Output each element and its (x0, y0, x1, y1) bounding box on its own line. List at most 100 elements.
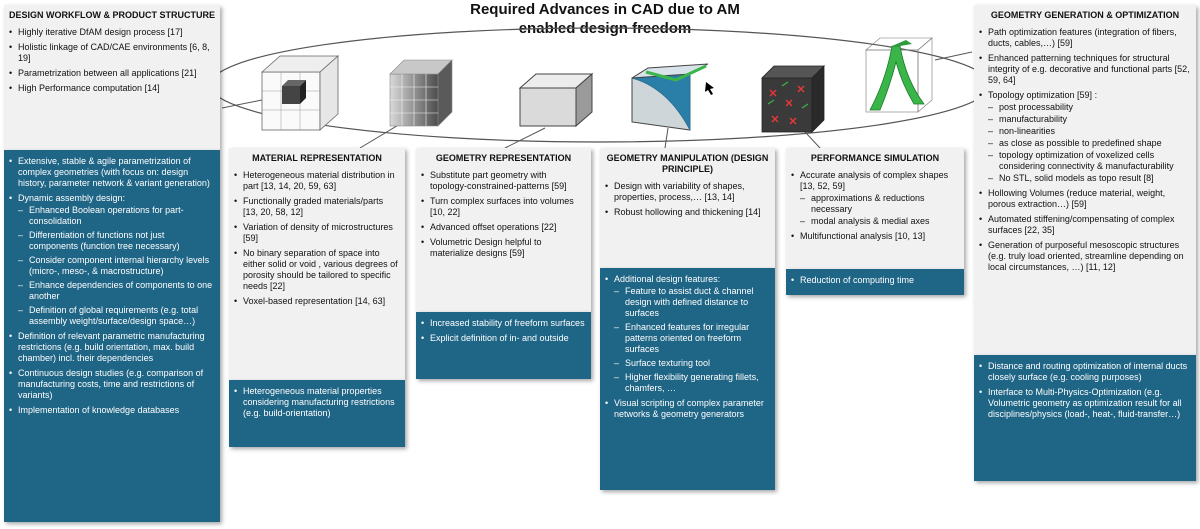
list-item: Multifunctional analysis [10, 13] (791, 231, 959, 242)
list-item: Heterogeneous material properties consid… (234, 386, 400, 419)
sub-list-item: as close as possible to predefined shape (988, 138, 1191, 149)
performance-header: PERFORMANCE SIMULATION (810, 153, 940, 163)
voxel-grid-cube-icon (389, 59, 453, 127)
cursor-icon (705, 82, 714, 95)
sub-list-item: Consider component internal hierarchy le… (18, 255, 215, 277)
wireframe-cube-icon (260, 55, 340, 131)
sub-list-item: approximations & reductions necessary (800, 193, 959, 215)
connector-workflow (221, 99, 263, 109)
performance-sublist: approximations & reductions necessary mo… (800, 193, 959, 227)
list-item: Turn complex surfaces into volumes [10, … (421, 196, 586, 218)
list-item: Enhanced patterning techniques for struc… (979, 53, 1191, 86)
optimization-sublist: post processability manufacturability no… (988, 102, 1191, 184)
list-item: Topology optimization [59] : post proces… (979, 90, 1191, 184)
list-item-label: Accurate analysis of complex shapes [13,… (800, 170, 949, 191)
geometry-panel-bottom: Increased stability of freeform surfaces… (416, 312, 591, 379)
list-item: Explicit definition of in- and outside (421, 333, 586, 344)
list-item: Design with variability of shapes, prope… (605, 181, 770, 203)
material-panel-bottom: Heterogeneous material properties consid… (229, 380, 405, 447)
list-item: Heterogeneous material distribution in p… (234, 170, 400, 192)
list-item-label: Topology optimization [59] : (988, 90, 1098, 100)
workflow-header: DESIGN WORKFLOW & PRODUCT STRUCTURE (9, 10, 215, 20)
optimization-bottom-list: Distance and routing optimization of int… (979, 361, 1191, 420)
list-item: Reduction of computing time (791, 275, 959, 286)
optimization-panel-bottom: Distance and routing optimization of int… (974, 355, 1196, 481)
workflow-bottom-list: Extensive, stable & agile parametrizatio… (9, 156, 215, 416)
geometry-top-list: Substitute part geometry with topology-c… (421, 170, 586, 259)
list-item: Automated stiffening/compensating of com… (979, 214, 1191, 236)
list-item: Definition of relevant parametric manufa… (9, 331, 215, 364)
solid-cube-icon (518, 72, 594, 128)
geometry-bottom-list: Increased stability of freeform surfaces… (421, 318, 586, 344)
manipulation-bottom-list: Additional design features: Feature to a… (605, 274, 770, 420)
list-item: Generation of purposeful mesoscopic stru… (979, 240, 1191, 273)
list-item: Robust hollowing and thickening [14] (605, 207, 770, 218)
sub-list-item: modal analysis & medial axes (800, 216, 959, 227)
performance-panel-top: PERFORMANCE SIMULATION Accurate analysis… (786, 148, 964, 269)
list-item: Extensive, stable & agile parametrizatio… (9, 156, 215, 189)
simulation-cube-icon (761, 65, 825, 133)
list-item: Accurate analysis of complex shapes [13,… (791, 170, 959, 227)
list-item: Implementation of knowledge databases (9, 405, 215, 416)
manipulated-cube-icon (631, 63, 714, 131)
list-item: Parametrization between all applications… (9, 68, 215, 79)
list-item-label: Dynamic assembly design: (18, 193, 126, 203)
list-item-label: Additional design features: (614, 274, 721, 284)
sub-list-item: No STL, solid models as topo result [8] (988, 173, 1191, 184)
sub-list-item: non-linearities (988, 126, 1191, 137)
connector-manipulation (664, 127, 669, 149)
optimization-header: GEOMETRY GENERATION & OPTIMIZATION (990, 10, 1180, 20)
list-item: Dynamic assembly design: Enhanced Boolea… (9, 193, 215, 327)
optimization-top-list: Path optimization features (integration … (979, 27, 1191, 273)
performance-top-list: Accurate analysis of complex shapes [13,… (791, 170, 959, 242)
optimization-panel-top: GEOMETRY GENERATION & OPTIMIZATION Path … (974, 5, 1196, 355)
sub-list-item: Higher flexibility generating fillets, c… (614, 372, 770, 394)
list-item: Functionally graded materials/parts [13,… (234, 196, 400, 218)
list-item: Volumetric Design helpful to materialize… (421, 237, 586, 259)
workflow-panel-top: DESIGN WORKFLOW & PRODUCT STRUCTURE High… (4, 5, 220, 150)
list-item: Distance and routing optimization of int… (979, 361, 1191, 383)
list-item: High Performance computation [14] (9, 83, 215, 94)
workflow-top-list: Highly iterative DfAM design process [17… (9, 27, 215, 94)
manipulation-panel-top: GEOMETRY MANIPULATION (DESIGN PRINCIPLE)… (600, 148, 775, 268)
list-item: Visual scripting of complex parameter ne… (605, 398, 770, 420)
sub-list-item: topology optimization of voxelized cells… (988, 150, 1191, 172)
list-item: Advanced offset operations [22] (421, 222, 586, 233)
manipulation-panel-bottom: Additional design features: Feature to a… (600, 268, 775, 490)
list-item: No binary separation of space into eithe… (234, 248, 400, 292)
sub-list-item: Surface texturing tool (614, 358, 770, 369)
list-item: Voxel-based representation [14, 63] (234, 296, 400, 307)
list-item: Highly iterative DfAM design process [17… (9, 27, 215, 38)
list-item: Holistic linkage of CAD/CAE environments… (9, 42, 215, 64)
sub-list-item: Definition of global requirements (e.g. … (18, 305, 215, 327)
sub-list-item: Enhance dependencies of components to on… (18, 280, 215, 302)
list-item: Interface to Multi-Physics-Optimization … (979, 387, 1191, 420)
title-line-1: Required Advances in CAD due to AM (470, 1, 740, 18)
manipulation-top-list: Design with variability of shapes, prope… (605, 181, 770, 218)
sub-list-item: manufacturability (988, 114, 1191, 125)
topology-optimized-shape-icon (865, 37, 933, 113)
list-item: Hollowing Volumes (reduce material, weig… (979, 188, 1191, 210)
geometry-panel-top: GEOMETRY REPRESENTATION Substitute part … (416, 148, 591, 312)
sub-list-item: post processability (988, 102, 1191, 113)
connector-optimization (934, 51, 973, 61)
performance-panel-bottom: Reduction of computing time (786, 269, 964, 295)
list-item: Increased stability of freeform surfaces (421, 318, 586, 329)
sub-list-item: Differentiation of functions not just co… (18, 230, 215, 252)
material-top-list: Heterogeneous material distribution in p… (234, 170, 400, 307)
list-item: Additional design features: Feature to a… (605, 274, 770, 394)
list-item: Path optimization features (integration … (979, 27, 1191, 49)
sub-list-item: Feature to assist duct & channel design … (614, 286, 770, 319)
list-item: Substitute part geometry with topology-c… (421, 170, 586, 192)
material-bottom-list: Heterogeneous material properties consid… (234, 386, 400, 419)
connector-geometry (504, 127, 546, 149)
sub-list-item: Enhanced features for irregular patterns… (614, 322, 770, 355)
geometry-header: GEOMETRY REPRESENTATION (435, 153, 572, 163)
workflow-panel-bottom: Extensive, stable & agile parametrizatio… (4, 150, 220, 522)
manipulation-header: GEOMETRY MANIPULATION (DESIGN PRINCIPLE) (606, 153, 769, 174)
material-header: MATERIAL REPRESENTATION (252, 153, 382, 163)
manipulation-sublist: Feature to assist duct & channel design … (614, 286, 770, 394)
sub-list-item: Enhanced Boolean operations for part-con… (18, 205, 215, 227)
material-panel-top: MATERIAL REPRESENTATION Heterogeneous ma… (229, 148, 405, 380)
